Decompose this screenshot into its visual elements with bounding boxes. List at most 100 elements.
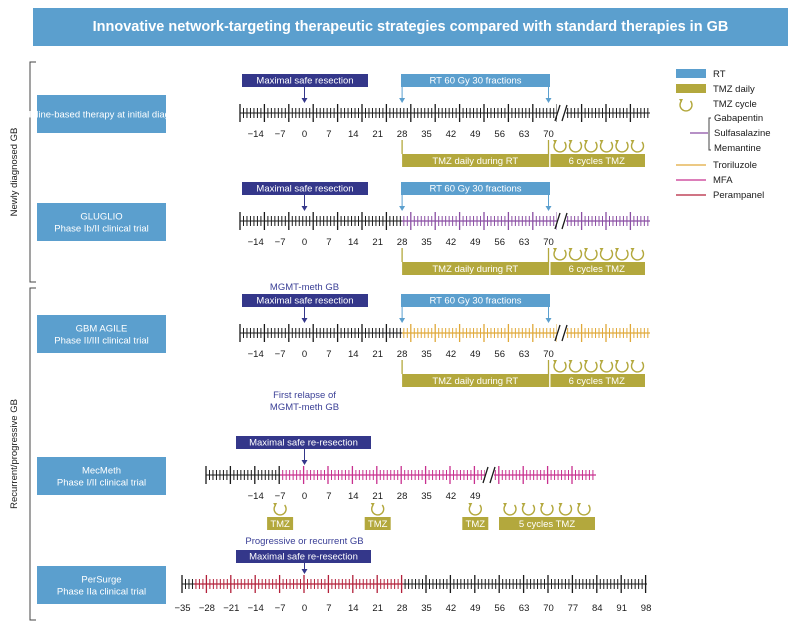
row2-tick-label: 28 xyxy=(397,237,408,248)
row4-tmz-cycle-icon xyxy=(371,504,385,516)
row4-timeline-break-gap xyxy=(485,463,494,487)
row3-tick-label: 70 xyxy=(543,349,554,360)
row1-rt-end-arrow-head xyxy=(545,98,552,103)
row1-tick-label: 49 xyxy=(470,129,481,140)
row1-timeline-break-gap xyxy=(557,101,566,125)
row4-tick-label: 0 xyxy=(302,491,307,502)
row4-name-box-label: Phase I/II clinical trial xyxy=(57,478,146,489)
row2-name-box-label: GLUGLIO xyxy=(80,212,122,223)
row1-tick-label: 70 xyxy=(543,129,554,140)
row3-tick-label: 0 xyxy=(302,349,307,360)
row5-tick-label: −35 xyxy=(174,603,190,614)
row4-note: First relapse of xyxy=(273,390,336,401)
row1-tick-label: 7 xyxy=(326,129,331,140)
row1-timeline-break xyxy=(554,104,561,122)
row3-tmz-cycle-icon-tip xyxy=(568,360,573,364)
row4-tmz-cycle-icon-tip xyxy=(503,503,507,507)
row4-tmz-box-label: 5 cycles TMZ xyxy=(519,519,576,530)
row5-tick-label: 98 xyxy=(641,603,652,614)
row2-tmz-daily-label: TMZ daily during RT xyxy=(432,264,518,275)
row2-tmz-cycle-icon-tip xyxy=(599,248,604,252)
row1-tick-label: −14 xyxy=(248,129,264,140)
row1-tick-label: 42 xyxy=(446,129,457,140)
group-label-recurrent: Recurrent/progressive GB xyxy=(9,399,20,509)
legend-tmz-cycle-label: TMZ cycle xyxy=(713,99,757,110)
row5-tick-label: 91 xyxy=(616,603,627,614)
row3-tick-label: 28 xyxy=(397,349,408,360)
row5-tick-label: −28 xyxy=(199,603,215,614)
row1-name-box-bg xyxy=(37,95,166,133)
row2-rt-end-arrow-head xyxy=(545,206,552,211)
row2-resection-box xyxy=(242,182,368,195)
row3-tick-label: 7 xyxy=(326,349,331,360)
row4-tmz-box-label: TMZ xyxy=(270,519,290,530)
row1-tmz-cycle-icon-tip xyxy=(630,140,635,144)
row2-tick-label: −14 xyxy=(248,237,264,248)
row4-tmz-cycle-icon-tip xyxy=(370,503,375,507)
row5-name-box-bg xyxy=(37,566,166,604)
row4-resection-label: Maximal safe re-resection xyxy=(249,438,358,449)
legend-perampanel-label: Perampanel xyxy=(713,190,764,201)
legend-tmz-cycle-icon-tip xyxy=(679,99,683,103)
row2-tmz-cycles-label: 6 cycles TMZ xyxy=(569,264,626,275)
row4-tmz-box xyxy=(364,517,391,530)
row2-tmz-cycle-icon xyxy=(584,249,598,261)
row4-tmz-cycle-icon-tip xyxy=(540,503,544,507)
row3-resection-box xyxy=(242,294,368,307)
row1-resection-arrow-head xyxy=(301,98,308,103)
row3-rt-box xyxy=(401,294,550,307)
row1-resection-label: Maximal safe resection xyxy=(256,76,353,87)
legend-sulfasalazine-label: Sulfasalazine xyxy=(714,128,771,139)
row5-tick-label: −14 xyxy=(248,603,264,614)
row2-tmz-cycle-icon-tip xyxy=(584,248,588,252)
legend-tmz-daily-label: TMZ daily xyxy=(713,84,755,95)
row3-note: MGMT-meth GB xyxy=(270,282,339,293)
row5-name-box-label: PerSurge xyxy=(81,575,121,586)
row2-tick-label: 42 xyxy=(446,237,457,248)
row4-tmz-cycle-icon xyxy=(503,504,517,516)
row1-tmz-daily-label: TMZ daily during RT xyxy=(432,156,518,167)
row3-name-box-bg xyxy=(37,315,166,353)
row5-tick-label: 63 xyxy=(519,603,530,614)
row1-tick-label: 0 xyxy=(302,129,307,140)
row2-tick-label: 14 xyxy=(348,237,359,248)
legend-rt-label: RT xyxy=(713,69,726,80)
row4-tick-label: 28 xyxy=(397,491,408,502)
row3-tmz-daily-label: TMZ daily during RT xyxy=(432,376,518,387)
row4-tmz-cycle-icon xyxy=(577,504,591,516)
row1-tmz-cycle-icon xyxy=(553,141,567,153)
row3-tmz-daily-box xyxy=(402,374,549,387)
row4-tick-label: 21 xyxy=(372,491,383,502)
row5-resection-box xyxy=(236,550,371,563)
legend-tmz-cycle-icon xyxy=(679,100,693,112)
row5-tick-label: 42 xyxy=(446,603,457,614)
row3-rt-start-arrow-head xyxy=(399,318,406,323)
row1-tmz-cycle-icon-tip xyxy=(553,140,557,144)
row1-rt-box xyxy=(401,74,550,87)
row3-tmz-cycle-icon xyxy=(584,361,598,373)
row4-tmz-box xyxy=(462,517,489,530)
row4-tmz-cycle-icon-tip xyxy=(558,503,563,507)
row4-name-box-label: MecMeth xyxy=(82,466,121,477)
row3-tick-label: 42 xyxy=(446,349,457,360)
row5-tick-label: 14 xyxy=(348,603,359,614)
row3-tick-label: −7 xyxy=(275,349,286,360)
row5-tick-label: 28 xyxy=(397,603,408,614)
title-text: Innovative network-targeting therapeutic… xyxy=(92,19,729,35)
row4-resection-arrow-head xyxy=(301,460,308,465)
row1-tick-label: 56 xyxy=(494,129,505,140)
row3-tmz-cycle-icon-tip xyxy=(584,360,588,364)
row1-tick-label: 21 xyxy=(372,129,383,140)
row1-name-box: Guideline-based therapy at initial diagn… xyxy=(11,95,192,133)
row2-rt-label: RT 60 Gy 30 fractions xyxy=(429,184,521,195)
row5-tick-label: 0 xyxy=(302,603,307,614)
row3-tmz-cycle-icon xyxy=(599,361,614,373)
row4-tmz-box-label: TMZ xyxy=(368,519,388,530)
legend-gabapentin-label: Gabapentin xyxy=(714,113,763,124)
row4-note: MGMT-meth GB xyxy=(270,402,339,413)
